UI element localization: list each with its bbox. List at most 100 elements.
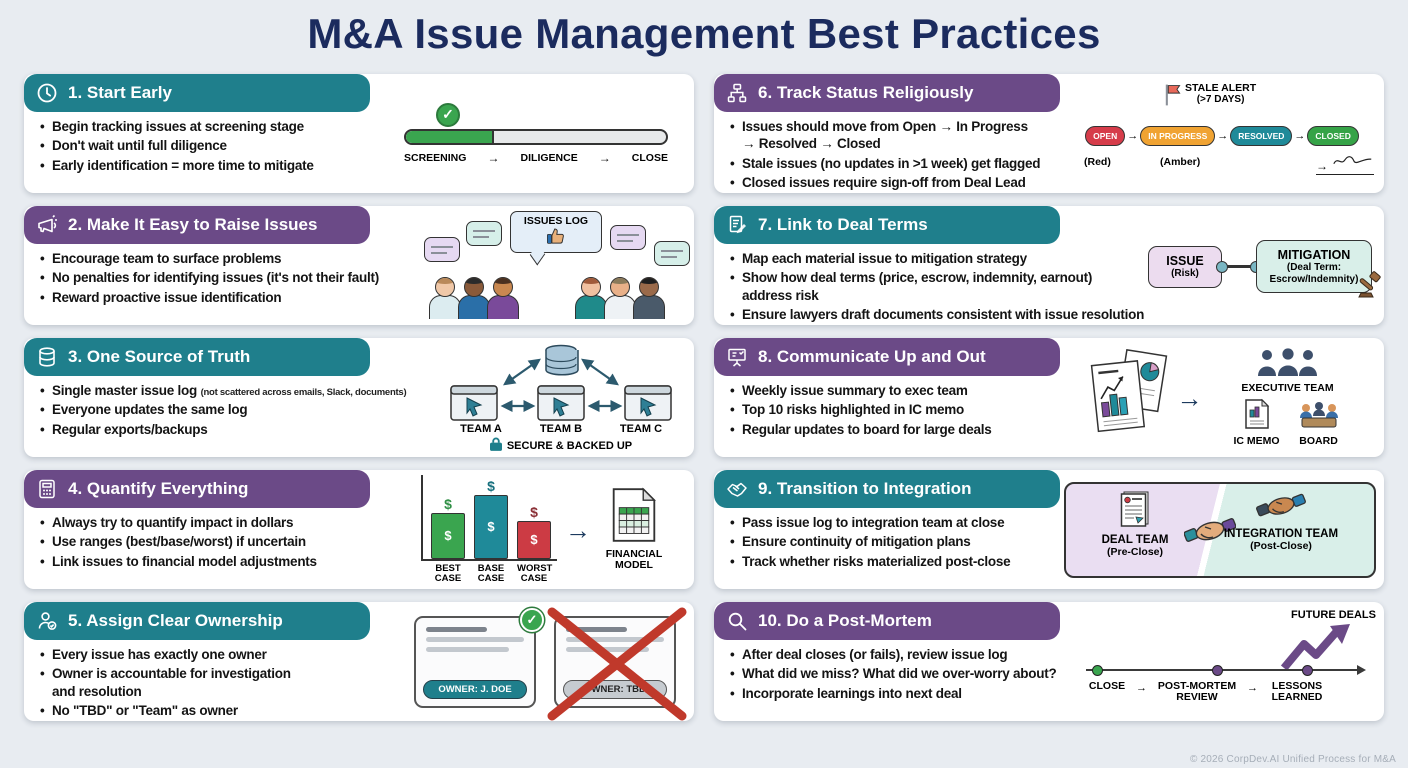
mitigation-box: MITIGATION (Deal Term: Escrow/Indemnity) xyxy=(1256,240,1381,298)
card-communicate: 8. Communicate Up and Out Weekly issue s… xyxy=(714,338,1384,457)
card-header: 6. Track Status Religiously xyxy=(714,74,1060,112)
bullet-item: Link issues to financial model adjustmen… xyxy=(40,553,400,571)
presentation-icon xyxy=(725,345,749,369)
bullet-list: Begin tracking issues at screening stage… xyxy=(40,118,390,174)
arrow-glyph: → xyxy=(1136,681,1147,694)
bullet-item: Begin tracking issues at screening stage xyxy=(40,118,390,136)
card-transition-integration: 9. Transition to Integration Pass issue … xyxy=(714,470,1384,589)
check-circle-icon: ✓ xyxy=(520,607,544,632)
speech-bubble xyxy=(466,221,502,246)
progress-fill xyxy=(406,130,495,143)
bullet-item: Closed issues require sign-off from Deal… xyxy=(730,174,1064,192)
card-assign-ownership: 5. Assign Clear Ownership Every issue ha… xyxy=(24,602,694,721)
owner-pill: OWNER: TBD xyxy=(563,679,667,699)
bullet-item: Stale issues (no updates in >1 week) get… xyxy=(730,155,1064,173)
bullet-item: Owner is accountable for investigation a… xyxy=(40,665,300,700)
handshake-graphic xyxy=(1183,514,1237,553)
status-note-amber: (Amber) xyxy=(1160,155,1201,168)
workflow-icon xyxy=(725,81,749,105)
gavel-icon xyxy=(1355,271,1385,306)
bullet-item: Weekly issue summary to exec team xyxy=(730,382,1075,400)
card-header: 1. Start Early xyxy=(24,74,370,112)
worst-case-bar: $ xyxy=(517,520,551,559)
ownership-cards-art: ✓ OWNER: J. DOE OWNER: TBD xyxy=(404,602,694,721)
bullet-item: Pass issue log to integration team at cl… xyxy=(730,514,1060,532)
stage-label: DILIGENCE xyxy=(520,151,578,164)
bar-label: WORST CASE xyxy=(517,562,553,584)
card-header: 3. One Source of Truth xyxy=(24,338,370,376)
stale-alert-days: (>7 DAYS) xyxy=(1196,94,1245,106)
integration-team-sub: (Post-Close) xyxy=(1250,539,1312,552)
bullet-item: Reward proactive issue identification xyxy=(40,289,420,307)
calculator-icon xyxy=(35,477,59,501)
card-title: 10. Do a Post-Mortem xyxy=(758,611,932,630)
handshake-graphic xyxy=(1255,490,1307,527)
bullet-item: Top 10 risks highlighted in IC memo xyxy=(730,401,1075,419)
card-header: 8. Communicate Up and Out xyxy=(714,338,1060,376)
secure-label: SECURE & BACKED UP xyxy=(506,439,633,452)
card-header: 9. Transition to Integration xyxy=(714,470,1060,508)
arrow-glyph: → xyxy=(1176,382,1203,413)
bullet-item: No penalties for identifying issues (it'… xyxy=(40,269,420,287)
stage-label: CLOSE xyxy=(631,151,668,164)
check-circle-icon: ✓ xyxy=(436,102,460,127)
timeline-dot-lessons xyxy=(1302,664,1313,676)
timeline-progress-art: ✓ SCREENING → DILIGENCE → CLOSE xyxy=(394,74,694,193)
board-label: BOARD xyxy=(1299,434,1338,447)
people-group xyxy=(428,277,519,319)
person-figure xyxy=(486,277,520,319)
card-title: 2. Make It Easy to Raise Issues xyxy=(68,215,318,234)
stage-label: SCREENING xyxy=(404,151,467,164)
bullet-item: Issues should move from Open → In Progre… xyxy=(730,118,1030,153)
arrow-glyph: → xyxy=(1316,158,1328,173)
bullet-list: Issues should move from Open → In Progre… xyxy=(730,118,1064,191)
team-speech-bubbles-art: ISSUES LOG xyxy=(424,206,694,325)
status-pill-closed: CLOSED xyxy=(1307,125,1359,146)
bullet-list: Every issue has exactly one owner Owner … xyxy=(40,646,400,719)
person-figure xyxy=(428,277,462,319)
card-post-mortem: 10. Do a Post-Mortem After deal closes (… xyxy=(714,602,1384,721)
card-link-deal-terms: 7. Link to Deal Terms Map each material … xyxy=(714,206,1384,325)
arrow-glyph: → xyxy=(598,150,611,165)
issue-box: ISSUE (Risk) xyxy=(1148,245,1222,288)
timeline-dot-review xyxy=(1212,664,1223,676)
bullet-item: Everyone updates the same log xyxy=(40,401,432,419)
status-pill-in-progress: IN PROGRESS xyxy=(1140,125,1216,146)
card-raise-issues: 2. Make It Easy to Raise Issues Encourag… xyxy=(24,206,694,325)
deal-doc-icon xyxy=(1120,490,1150,533)
bar-label: BASE CASE xyxy=(477,562,505,584)
memo-icon xyxy=(1244,398,1270,435)
scenario-bar-chart-art: $$ $$ $$ BEST CASE BASE CASE WORST CASE … xyxy=(404,470,694,589)
clock-icon xyxy=(35,81,59,105)
mini-bar-chart: $$ $$ $$ xyxy=(421,474,557,561)
bullet-item: Always try to quantify impact in dollars xyxy=(40,514,400,532)
arrow-glyph: → xyxy=(565,514,591,545)
bullet-item: Regular updates to board for large deals xyxy=(730,421,1075,439)
bullet-list: Single master issue log (not scattered a… xyxy=(40,382,432,438)
integration-team-label: INTEGRATION TEAM xyxy=(1223,527,1339,540)
card-title: 3. One Source of Truth xyxy=(68,347,251,366)
copyright-footer: © 2026 CorpDev.AI Unified Process for M&… xyxy=(1189,754,1396,765)
status-note-red: (Red) xyxy=(1084,155,1111,168)
issue-mitigation-art: ISSUE (Risk) MITIGATION (Deal Term: Escr… xyxy=(1148,240,1381,298)
person-figure xyxy=(457,277,491,319)
step-label: CLOSE xyxy=(1088,679,1126,692)
bullet-item: What did we miss? What did we over-worry… xyxy=(730,665,1080,683)
bullet-item: Ensure continuity of mitigation plans xyxy=(730,533,1060,551)
bullet-list: Map each material issue to mitigation st… xyxy=(730,250,1380,323)
bar-label: BEST CASE xyxy=(434,562,462,584)
bullet-item: Use ranges (best/base/worst) if uncertai… xyxy=(40,533,400,551)
bullet-item: Don't wait until full diligence xyxy=(40,137,390,155)
future-deals-label: FUTURE DEALS xyxy=(1291,608,1376,621)
executive-team-icon xyxy=(1253,348,1323,383)
card-header: 10. Do a Post-Mortem xyxy=(714,602,1060,640)
card-header: 2. Make It Easy to Raise Issues xyxy=(24,206,370,244)
issues-log-bubble: ISSUES LOG xyxy=(510,211,602,253)
growth-arrow-icon xyxy=(1280,622,1354,677)
megaphone-icon xyxy=(35,213,59,237)
people-group xyxy=(574,277,665,319)
arrow-glyph: → xyxy=(1294,129,1306,142)
card-track-status: 6. Track Status Religiously Issues shoul… xyxy=(714,74,1384,193)
handover-art: DEAL TEAM (Pre-Close) INTEGRATION TEAM (… xyxy=(1064,470,1384,589)
